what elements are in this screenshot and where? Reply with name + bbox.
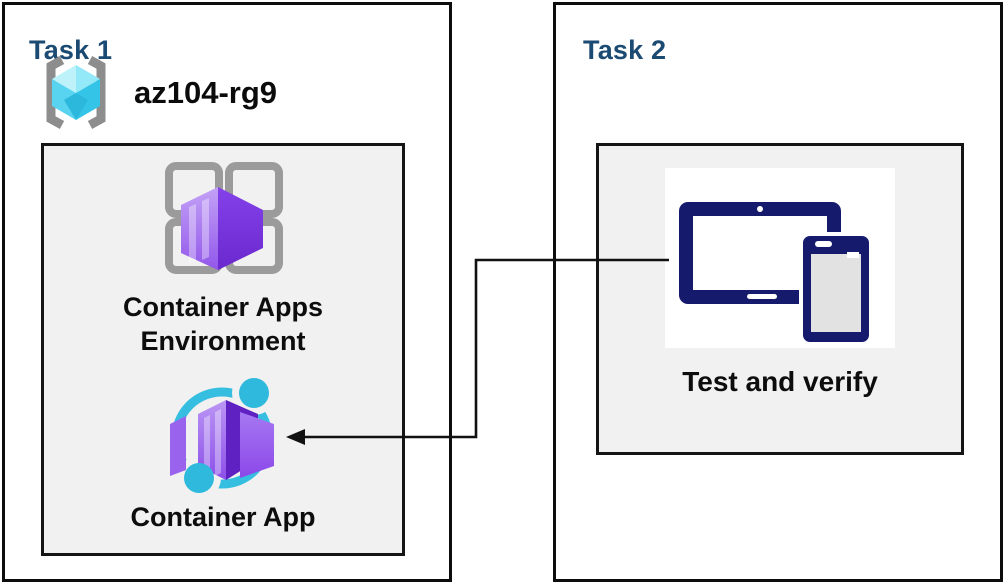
- task2-inner-box: Test and verify: [596, 143, 964, 455]
- tablet-phone-devices-icon: [679, 202, 873, 346]
- task2-box: Task 2 Test and verify: [553, 2, 1003, 582]
- resource-group: az104-rg9: [35, 53, 277, 132]
- devices-icon-plate: [665, 168, 895, 348]
- node-label-test-and-verify: Test and verify: [682, 366, 878, 397]
- resource-group-icon: [46, 56, 106, 129]
- resource-group-name: az104-rg9: [134, 74, 278, 110]
- node-label-container-apps-environment: Container Apps Environment: [122, 292, 323, 356]
- container-apps-environment-icon: [165, 162, 283, 274]
- container-app-icon: [170, 372, 276, 500]
- task2-title: Task 2: [583, 35, 667, 66]
- node-label-container-app: Container App: [130, 502, 316, 532]
- task1-inner-box: Container Apps Environment: [41, 143, 405, 556]
- task1-box: Task 1 az104-rg9: [2, 2, 452, 582]
